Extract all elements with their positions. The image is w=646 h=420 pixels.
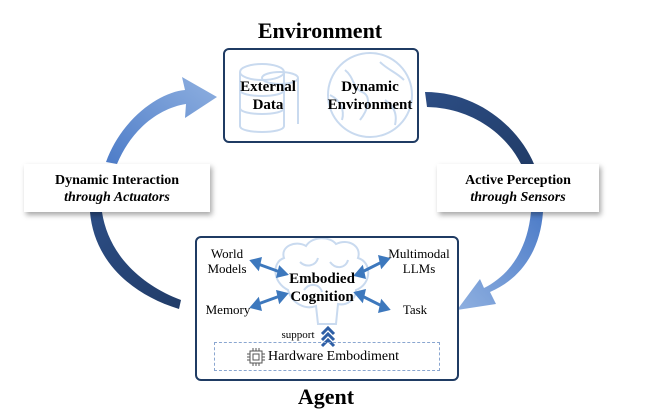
- agent-title: Agent: [297, 384, 355, 409]
- arrow-environment-to-sensors: [425, 92, 534, 164]
- chip-icon: [247, 348, 265, 366]
- dynamic-environment-line2: Environment: [327, 97, 413, 113]
- task-label: Task: [402, 302, 428, 317]
- brain-icon: [274, 237, 370, 325]
- dynamic-interaction-label: Dynamic Interaction through Actuators: [24, 164, 210, 212]
- memory-label: Memory: [205, 302, 251, 317]
- hardware-embodiment-label: Hardware Embodiment: [268, 349, 400, 364]
- database-icon: [239, 63, 299, 133]
- dynamic-environment-line1: Dynamic: [341, 79, 399, 95]
- multimodal-llms-line2: LLMs: [402, 261, 436, 276]
- arrow-sensors-to-agent: [457, 212, 543, 310]
- external-data-line1: External: [240, 79, 296, 95]
- environment-box: [223, 48, 419, 143]
- environment-title: Environment: [257, 18, 383, 43]
- dynamic-interaction-line1: Dynamic Interaction: [54, 173, 180, 188]
- agent-box: [195, 236, 459, 381]
- hardware-embodiment-box: [214, 342, 440, 371]
- embodied-cognition-label: Embodied Cognition: [282, 270, 362, 306]
- active-perception-line2: through Sensors: [470, 190, 566, 205]
- support-label: support: [281, 329, 315, 341]
- world-models-line2: Models: [207, 261, 247, 276]
- arrow-actuators-to-environment: [106, 77, 217, 164]
- globe-icon: [327, 52, 413, 138]
- external-data-label: External Data: [228, 78, 308, 114]
- connector-arrows: [249, 254, 391, 314]
- multimodal-llms-label: Multimodal LLMs: [383, 246, 455, 276]
- external-data-line2: Data: [252, 97, 284, 113]
- arrow-agent-to-actuators: [90, 212, 181, 309]
- support-chevron-icon: [320, 325, 336, 348]
- active-perception-label: Active Perception through Sensors: [437, 164, 599, 212]
- multimodal-llms-line1: Multimodal: [388, 246, 450, 261]
- world-models-label: World Models: [202, 246, 252, 276]
- dynamic-interaction-line2: through Actuators: [64, 190, 170, 205]
- active-perception-line1: Active Perception: [465, 173, 571, 188]
- embodied-cognition-line1: Embodied: [289, 271, 355, 287]
- world-models-line1: World: [210, 246, 244, 261]
- embodied-cognition-line2: Cognition: [290, 289, 354, 305]
- dynamic-environment-label: Dynamic Environment: [322, 78, 418, 114]
